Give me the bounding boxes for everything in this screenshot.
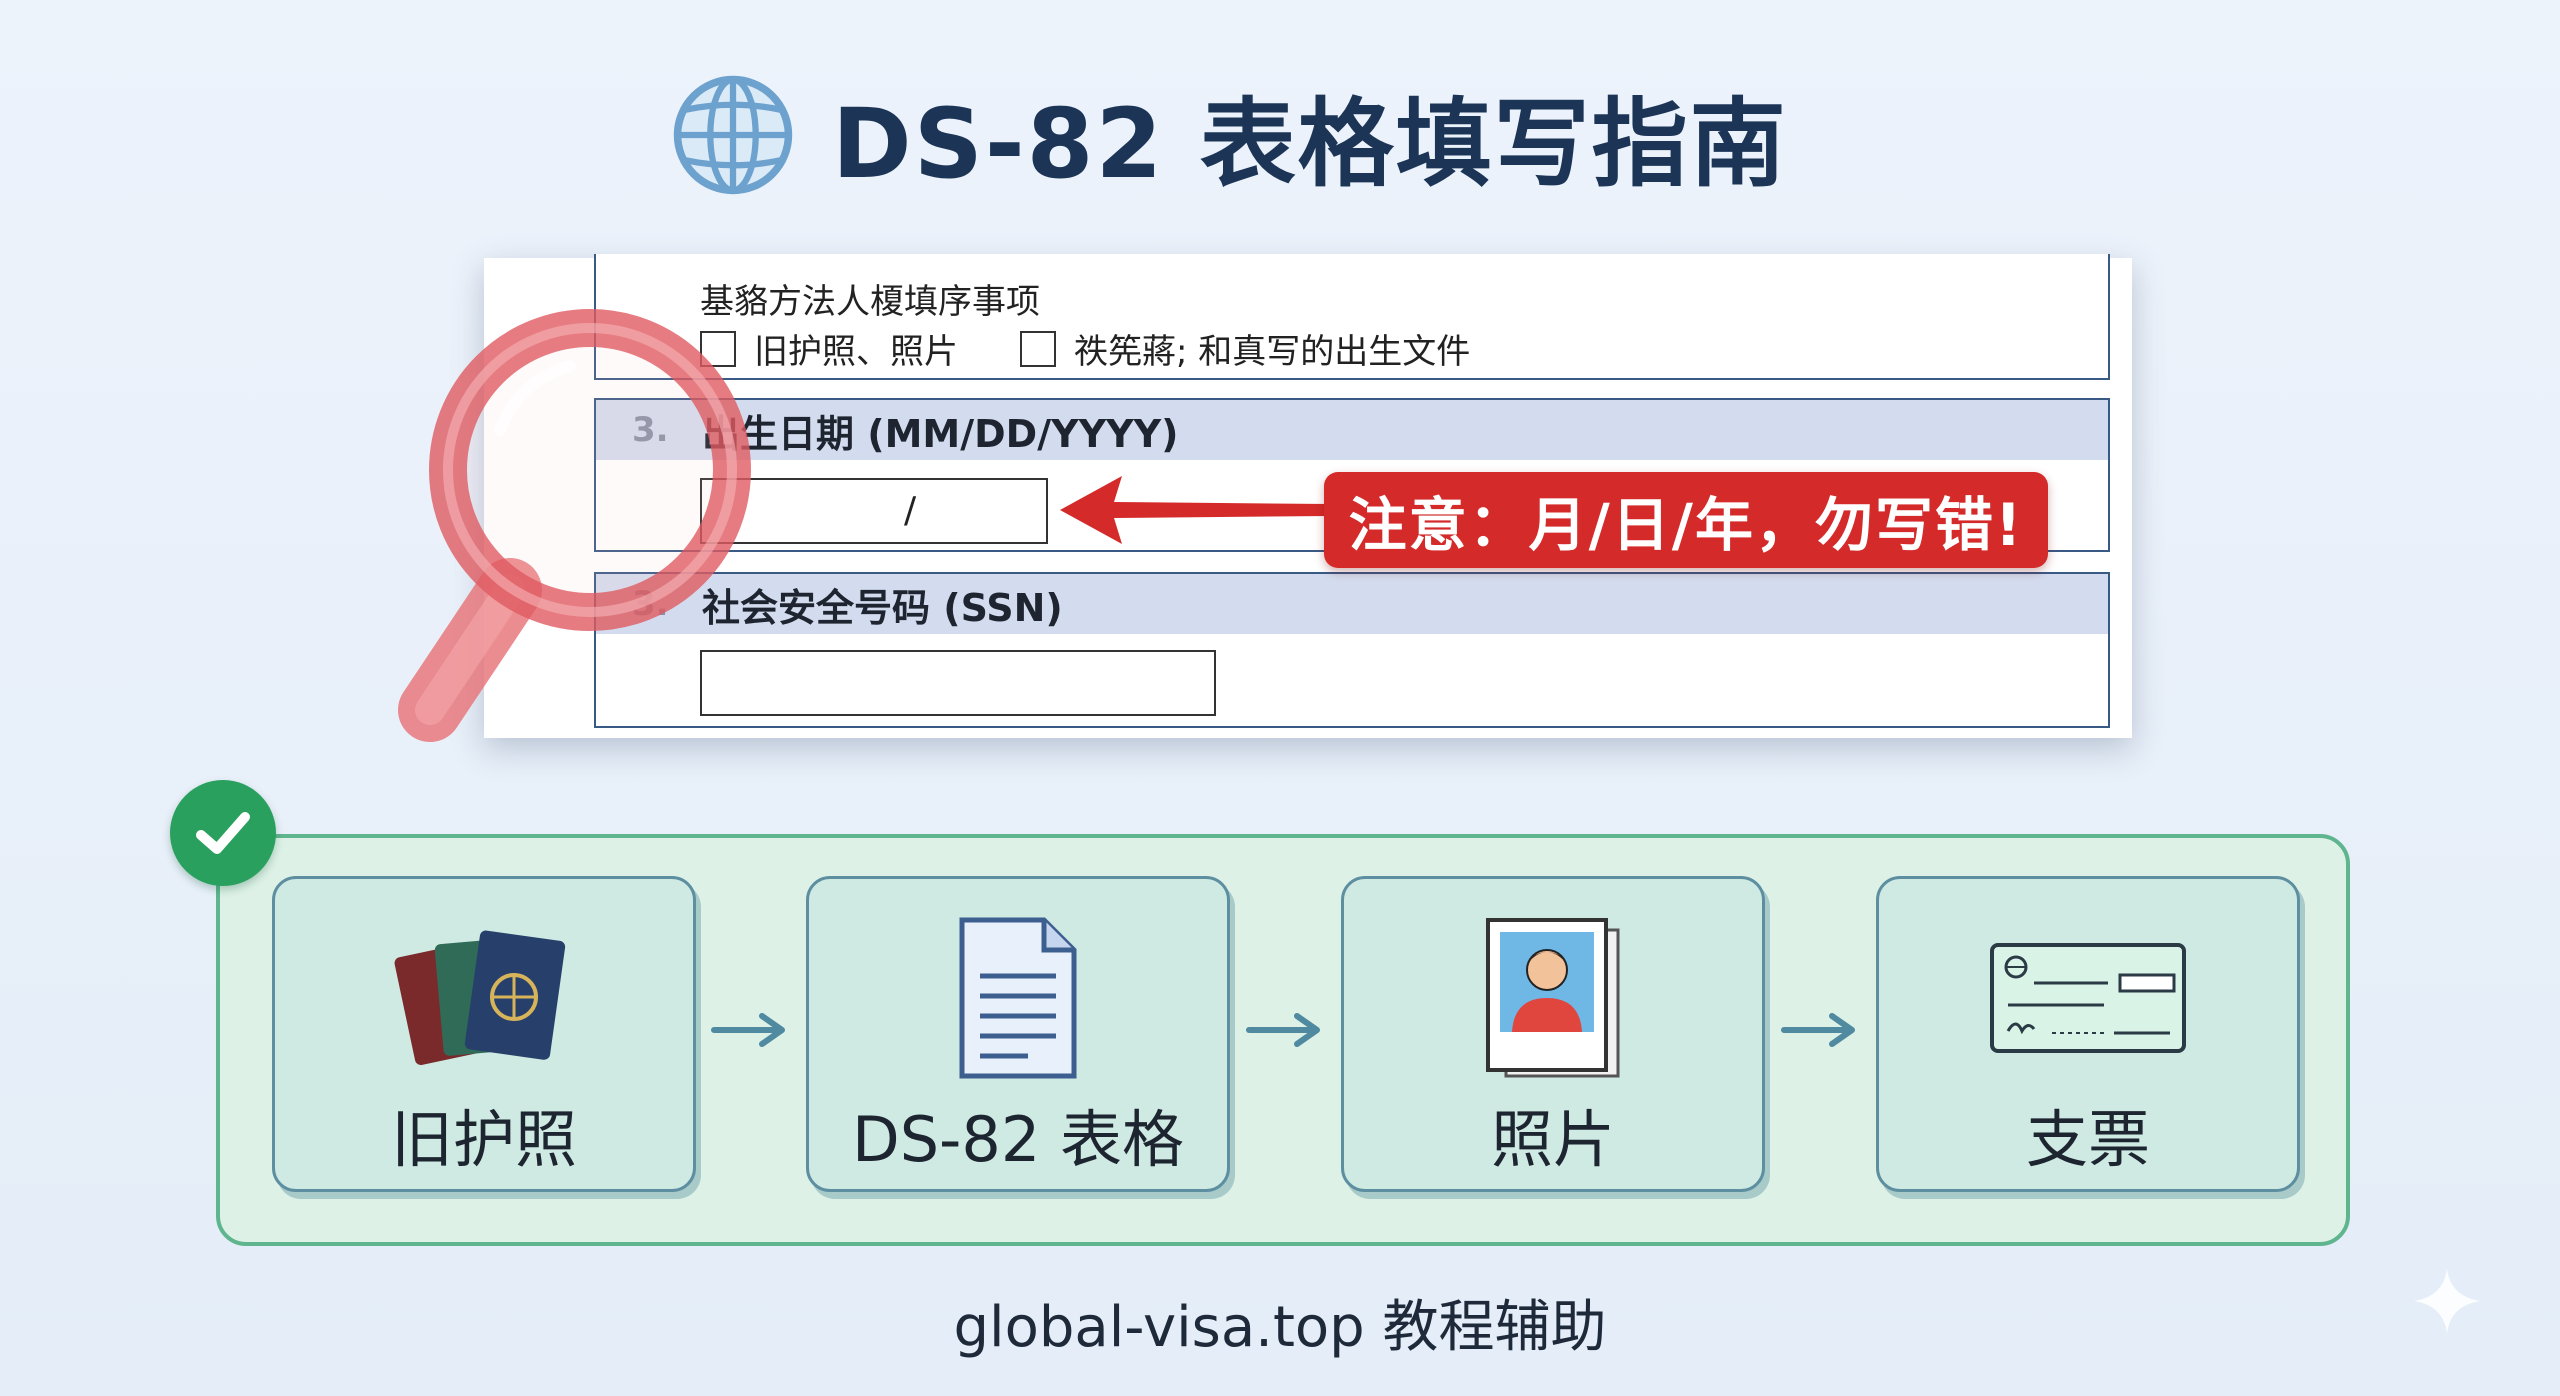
step-label: DS-82 表格 bbox=[851, 1103, 1185, 1176]
step-check-payment: 支票 bbox=[1876, 876, 2300, 1192]
ssn-input[interactable] bbox=[700, 650, 1216, 716]
old-passport-checkbox[interactable] bbox=[700, 330, 736, 367]
checkbox-row: 旧护照、照片 祑筅蔣; 和真写的出生文件 bbox=[700, 324, 1470, 373]
passport-icon bbox=[394, 930, 566, 1065]
birthdate-input[interactable]: / bbox=[700, 478, 1048, 544]
step-old-passport: 旧护照 bbox=[272, 876, 696, 1192]
date-separator: / bbox=[904, 490, 917, 531]
arrow-right-icon bbox=[1781, 1013, 1855, 1047]
date-format-warning: 注意：月/日/年，勿写错! bbox=[1324, 472, 2048, 568]
pointer-arrow-icon bbox=[1060, 476, 1330, 544]
arrow-right-icon bbox=[711, 1013, 785, 1047]
step-ds82-form: DS-82 表格 bbox=[806, 876, 1230, 1192]
document-icon bbox=[959, 917, 1077, 1079]
section-number: 3. bbox=[632, 410, 702, 450]
step-label: 支票 bbox=[2025, 1103, 2150, 1176]
footer-credit: global-visa.top 教程辅助 bbox=[953, 1295, 1607, 1360]
birth-document-checkbox[interactable] bbox=[1020, 330, 1056, 367]
section-label: 出生日期 (MM/DD/YYYY) bbox=[702, 411, 1179, 456]
checkbox-label: 旧护照、照片 bbox=[754, 332, 958, 372]
arrow-right-icon bbox=[1246, 1013, 1320, 1047]
check-payment-icon bbox=[1990, 943, 2186, 1053]
magnifier-icon bbox=[398, 309, 751, 742]
step-photo: 照片 bbox=[1341, 876, 1765, 1192]
globe-icon bbox=[673, 75, 793, 195]
form-section-instructions: 基貉方法人榎填序事项 旧护照、照片 祑筅蔣; 和真写的出生文件 bbox=[594, 254, 2110, 380]
check-circle-icon bbox=[170, 780, 276, 886]
step-label: 旧护照 bbox=[390, 1103, 577, 1176]
checkbox-label: 祑筅蔣; 和真写的出生文件 bbox=[1074, 332, 1471, 372]
photo-icon bbox=[1486, 918, 1620, 1078]
sparkle-icon bbox=[2414, 1268, 2480, 1334]
section-header: 3. 出生日期 (MM/DD/YYYY) bbox=[596, 400, 2108, 460]
instructions-line: 基貉方法人榎填序事项 bbox=[700, 282, 1040, 322]
step-label: 照片 bbox=[1490, 1103, 1615, 1176]
form-section-ssn: 3. 社会安全号码 (SSN) bbox=[594, 572, 2110, 728]
header: DS-82 表格填写指南 bbox=[670, 70, 1788, 200]
section-label: 社会安全号码 (SSN) bbox=[702, 585, 1063, 630]
page-title: DS-82 表格填写指南 bbox=[832, 87, 1788, 200]
